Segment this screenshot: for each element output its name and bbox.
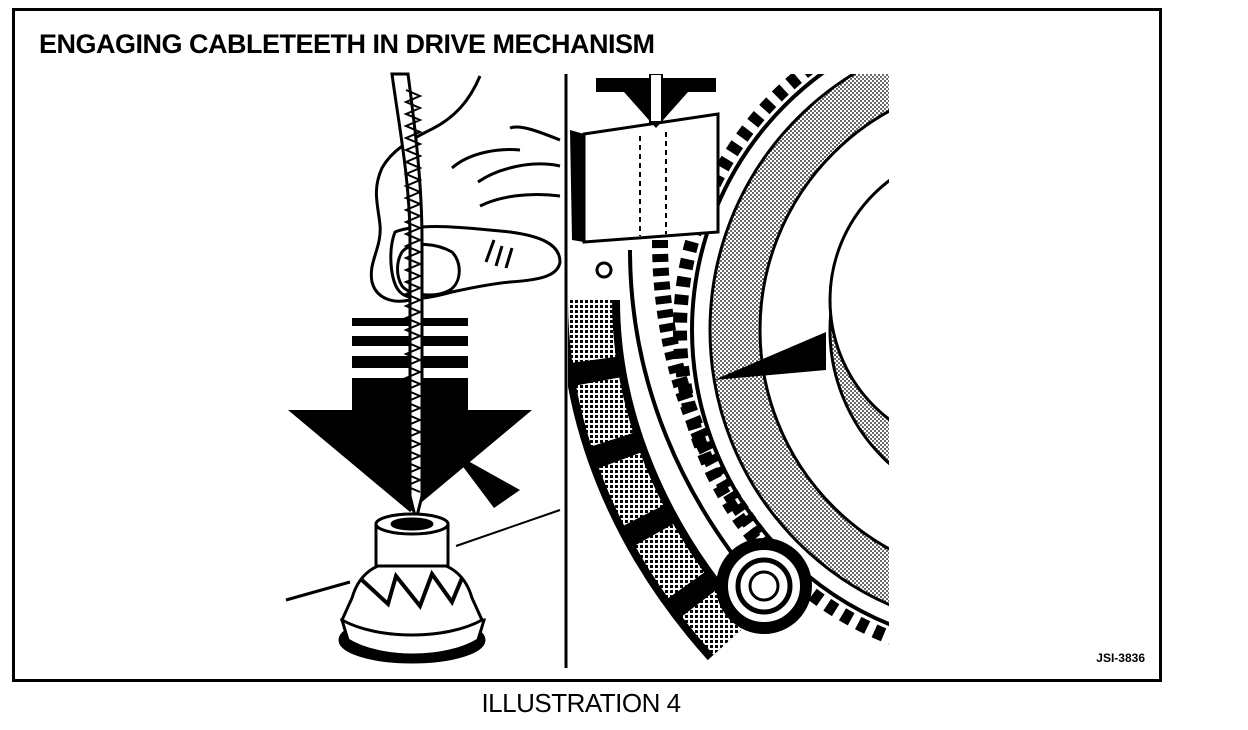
pointer-arrow-icon xyxy=(714,332,826,380)
cable-guide-block xyxy=(570,112,720,279)
idler-wheel xyxy=(716,538,812,634)
illustration-code: JSI-3836 xyxy=(1096,651,1145,665)
cable-icon xyxy=(390,72,424,521)
illustration-caption: ILLUSTRATION 4 xyxy=(481,688,681,718)
pointer-arrow-icon xyxy=(452,452,520,508)
illustration-title: ENGAGING CABLETEETH IN DRIVE MECHANISM xyxy=(39,29,655,59)
drive-fitting xyxy=(338,512,487,664)
left-panel xyxy=(285,72,562,664)
leader-line xyxy=(455,509,561,547)
right-panel xyxy=(568,74,890,661)
leader-line xyxy=(285,580,351,602)
